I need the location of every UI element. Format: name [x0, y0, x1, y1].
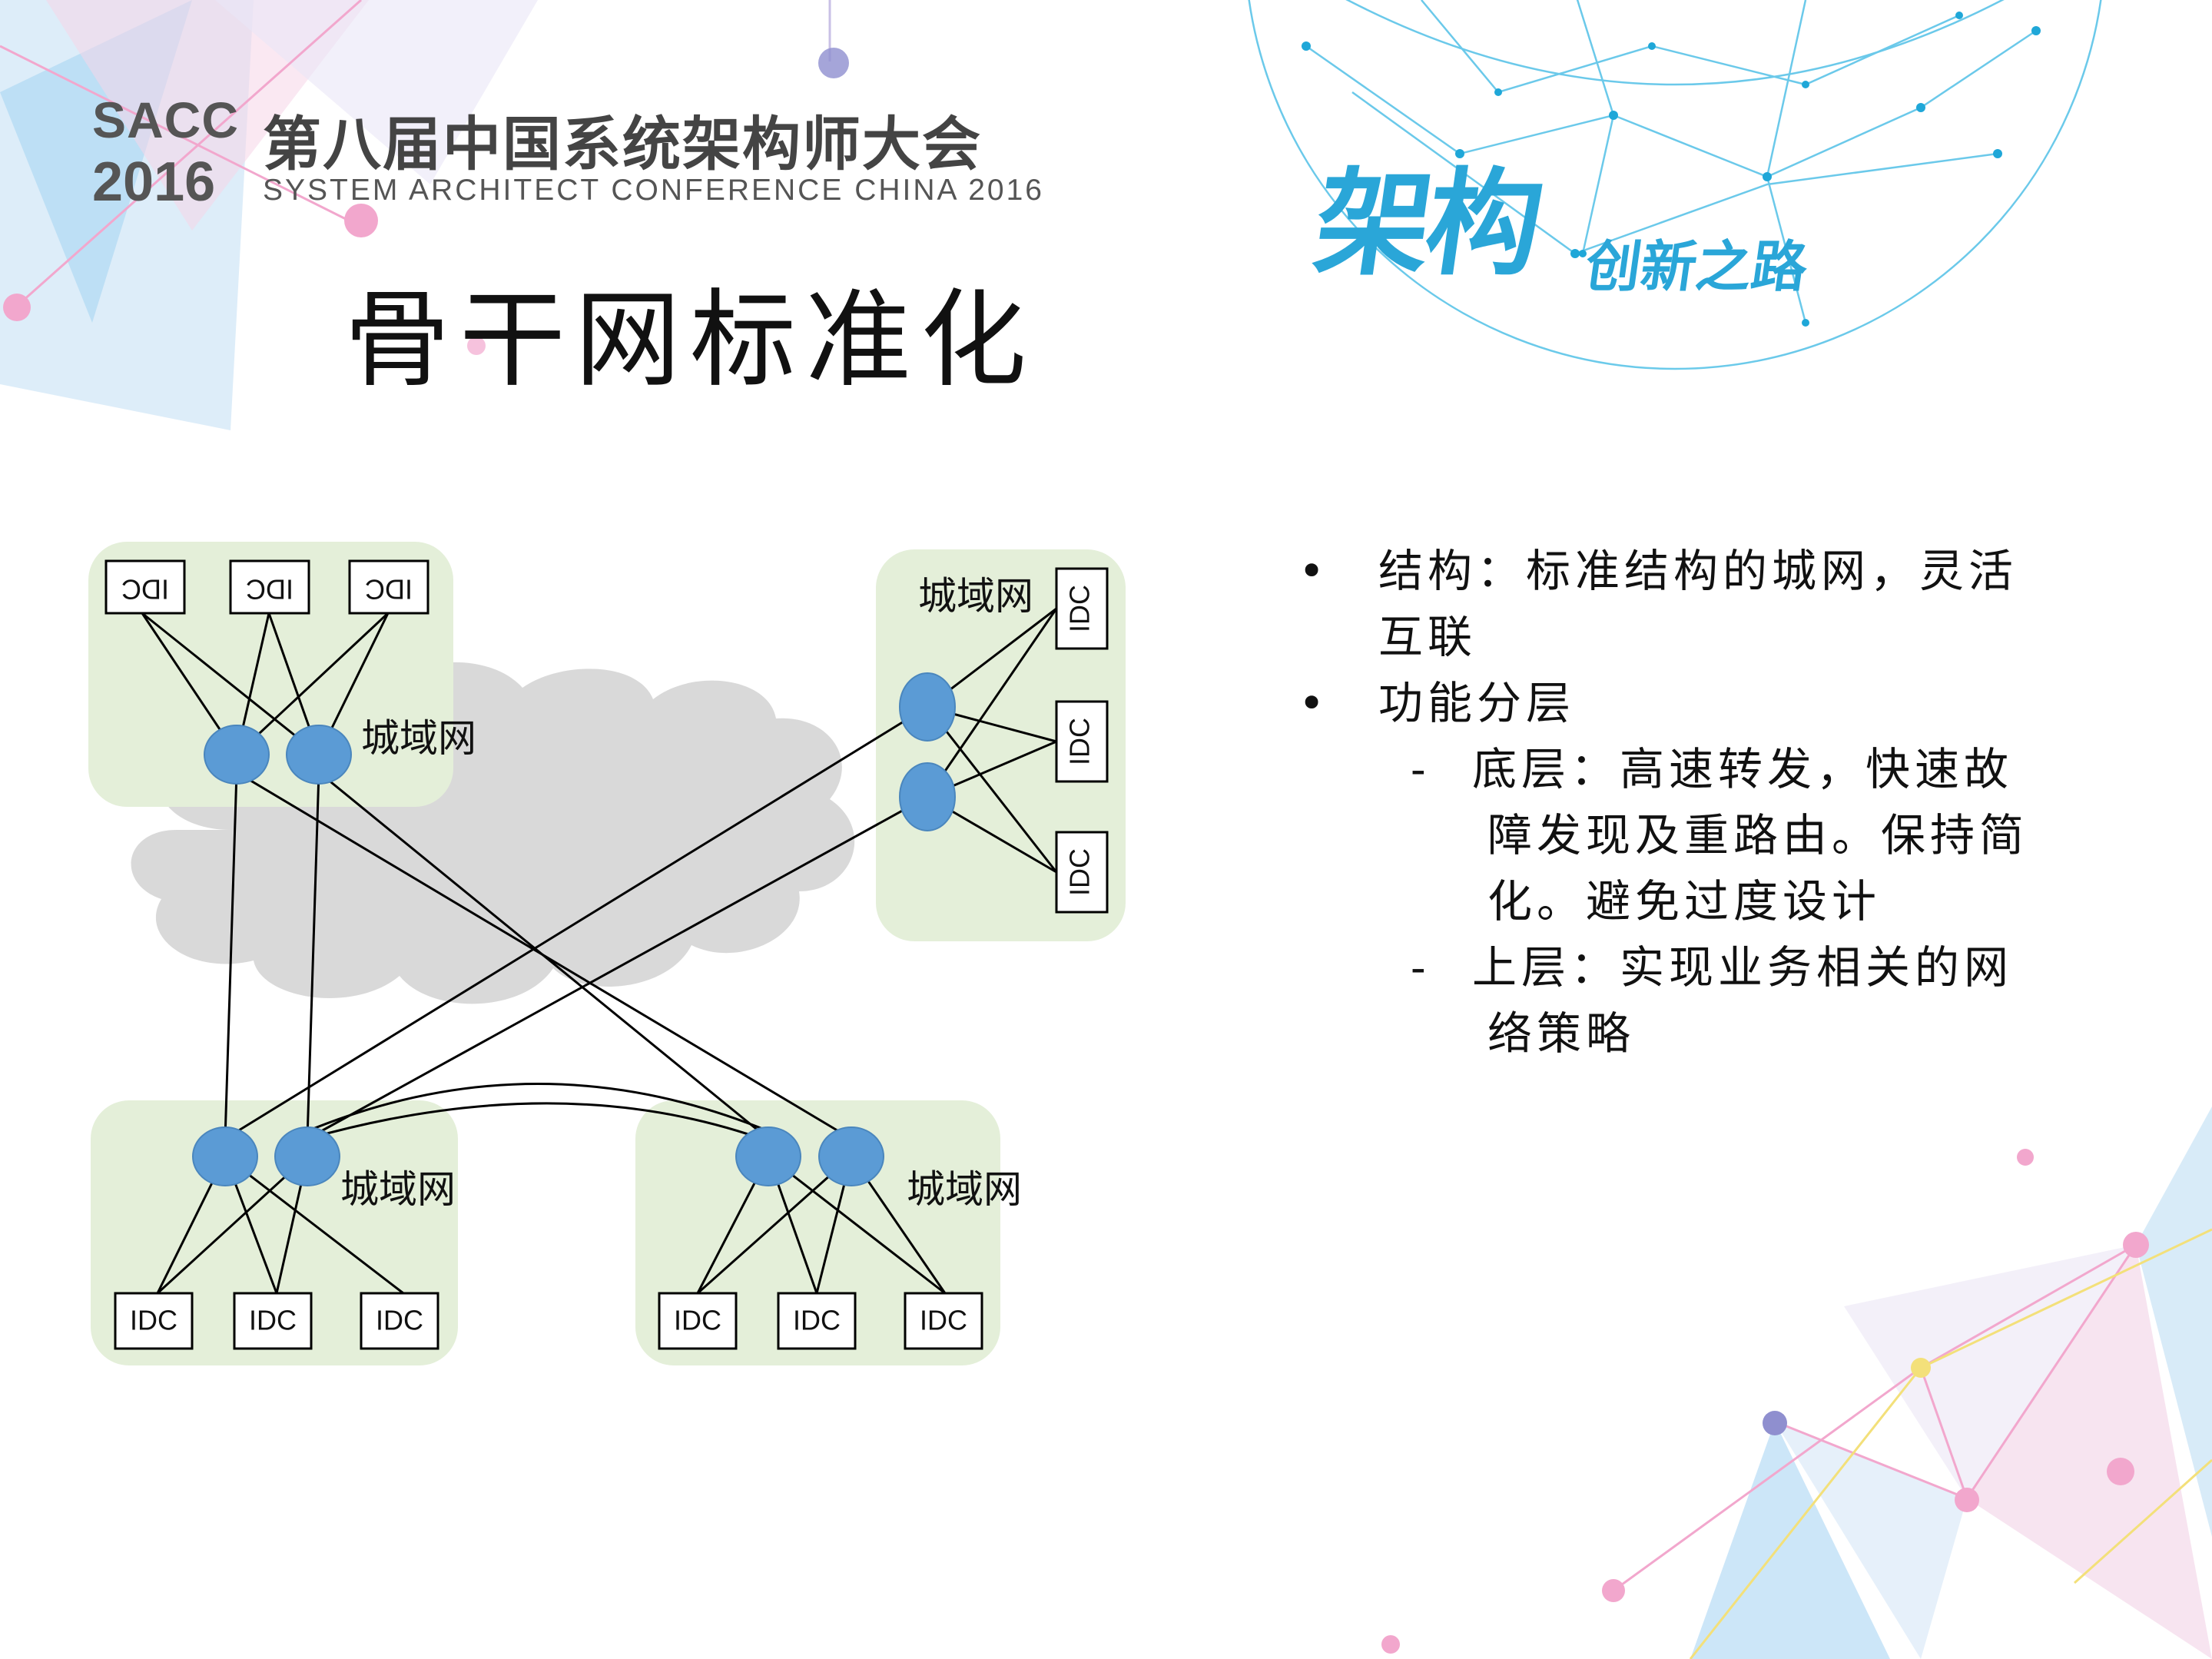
slide-title: 骨干网标准化 [344, 278, 1036, 402]
idc-box: IDC [114, 1292, 194, 1350]
sub-bullet-text-continued: 障发现及重路由。保持简 [1487, 809, 2029, 861]
idc-box: IDC [229, 559, 310, 615]
logo-chinese-name: 第八届中国系统架构师大会 [263, 110, 982, 178]
idc-label: IDC [376, 1305, 423, 1336]
sub-bullet-item: - 上层：实现业务相关的网 络策略 [1298, 934, 2144, 1067]
sub-bullet-text-continued: 化。避免过度设计 [1487, 875, 1882, 927]
idc-label: IDC [1064, 585, 1096, 632]
router [899, 672, 956, 742]
router [204, 725, 270, 785]
logo-english-name: SYSTEM ARCHITECT CONFERENCE CHINA 2016 [263, 174, 1044, 207]
router [286, 725, 352, 785]
router [192, 1126, 258, 1186]
bullet-text: 结构：标准结构的城网，灵活 [1378, 545, 2018, 597]
logo-year-text: 2016 [92, 151, 216, 213]
idc-label: IDC [365, 573, 413, 605]
sub-bullet-text-continued: 络策略 [1487, 1007, 1636, 1060]
idc-box: IDC [658, 1292, 738, 1350]
idc-label: IDC [1064, 718, 1096, 765]
sub-bullet-text: 底层：高速转发，快速故 [1472, 743, 2014, 795]
idc-label: IDC [1064, 848, 1096, 896]
bullet-item: • 功能分层 [1298, 670, 2144, 736]
idc-label: IDC [130, 1305, 177, 1336]
idc-box: IDC [104, 559, 186, 615]
router [899, 762, 956, 831]
bullet-text-continued: 互联 [1378, 611, 1477, 663]
idc-box: IDC [348, 559, 429, 615]
sub-bullet-text: 上层：实现业务相关的网 [1472, 941, 2014, 994]
idc-label: IDC [246, 573, 293, 605]
metro-label: 城域网 [340, 1167, 456, 1212]
brand-slogan: 架构 创新之路 [1307, 131, 1871, 330]
idc-label: IDC [920, 1305, 967, 1336]
bullet-marker: • [1298, 545, 1330, 597]
sub-bullet-marker: - [1411, 743, 1431, 795]
bullet-item: • 结构：标准结构的城网，灵活 互联 [1298, 538, 2144, 670]
router [818, 1126, 884, 1186]
idc-box: IDC [360, 1292, 439, 1350]
idc-box: IDC [1055, 700, 1109, 783]
logo-sacc-text: SACC [92, 91, 240, 148]
sub-bullet-marker: - [1411, 941, 1431, 994]
metro-label: 城域网 [361, 716, 476, 761]
bullet-text: 功能分层 [1378, 677, 1576, 729]
backbone-network-diagram: IDC IDC IDC IDC IDC IDC IDC IDC IDC IDC [88, 542, 1126, 1365]
metro-label: 城域网 [918, 574, 1033, 619]
idc-box: IDC [233, 1292, 313, 1350]
idc-label: IDC [674, 1305, 721, 1336]
sub-bullet-item: - 底层：高速转发，快速故 障发现及重路由。保持简 化。避免过度设计 [1298, 736, 2144, 934]
router [735, 1126, 801, 1186]
idc-box: IDC [777, 1292, 857, 1350]
idc-box: IDC [1055, 567, 1109, 650]
bullet-marker: • [1298, 677, 1330, 729]
brand-main-text: 架构 [1306, 158, 1547, 291]
idc-label: IDC [121, 573, 169, 605]
idc-box: IDC [904, 1292, 983, 1350]
idc-label: IDC [249, 1305, 297, 1336]
metro-label: 城域网 [907, 1167, 1022, 1212]
idc-box: IDC [1055, 831, 1109, 914]
brand-sub-text: 创新之路 [1581, 234, 1812, 299]
idc-label: IDC [793, 1305, 841, 1336]
router [274, 1126, 340, 1186]
bullet-list: • 结构：标准结构的城网，灵活 互联 • 功能分层 - 底层：高速转发，快速故 … [1298, 538, 2144, 1067]
conference-logo: SACC 2016 第八届中国系统架构师大会 SYSTEM ARCHITECT … [92, 91, 1053, 221]
